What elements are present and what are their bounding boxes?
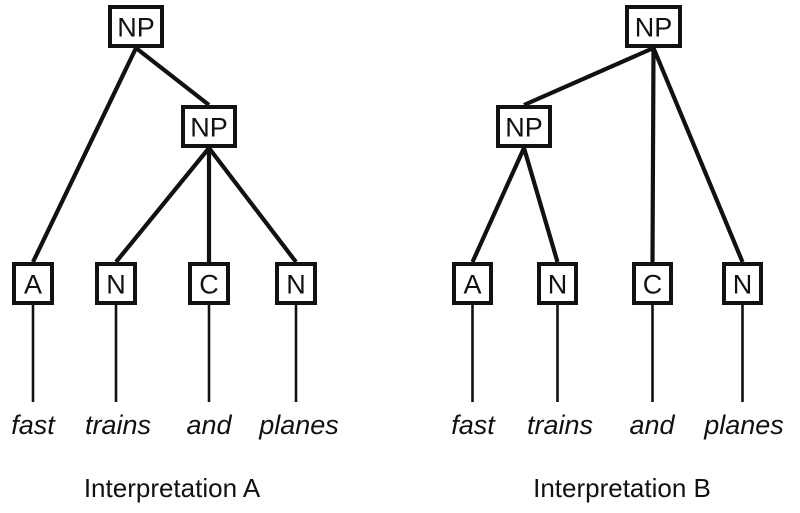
node-box-b-pos-n1 — [537, 262, 578, 305]
node-box-a-pos-n1 — [95, 262, 137, 305]
tree-node-a-np-root[interactable]: NP — [108, 5, 164, 48]
tree-edge-b-np-sub-to-b-pos-a — [470, 147, 526, 263]
tree-node-a-pos-c[interactable]: C — [188, 262, 230, 305]
node-label-a-np-root: NP — [117, 13, 155, 43]
tree-node-b-pos-c[interactable]: C — [632, 262, 673, 305]
terminal-word-a-word-planes: planes — [258, 410, 339, 440]
caption-interpretation-a: Interpretation A — [84, 473, 261, 503]
tree-edge-a-np-sub-to-a-pos-n2 — [207, 146, 298, 264]
node-box-a-np-root — [108, 5, 164, 48]
tree-node-b-pos-a[interactable]: A — [452, 262, 493, 305]
terminal-word-a-word-trains: trains — [85, 410, 151, 440]
terminal-word-b-word-trains: trains — [527, 410, 593, 440]
node-label-b-np-root: NP — [635, 13, 673, 43]
tree-node-a-pos-a[interactable]: A — [12, 262, 54, 305]
node-label-a-pos-n2: N — [286, 270, 306, 300]
node-box-b-pos-n2 — [722, 262, 763, 305]
terminal-word-b-word-planes: planes — [703, 410, 784, 440]
node-label-b-pos-c: C — [643, 270, 663, 300]
terminal-word-b-word-and: and — [629, 410, 675, 440]
tree-node-b-pos-n2[interactable]: N — [722, 262, 763, 305]
terminal-word-a-word-and: and — [186, 410, 232, 440]
node-box-b-np-sub — [496, 105, 552, 148]
tree-edge-a-np-root-to-a-np-sub — [134, 46, 211, 107]
node-box-a-np-sub — [181, 105, 237, 148]
node-label-b-np-sub: NP — [505, 113, 543, 143]
node-label-b-pos-n2: N — [733, 270, 753, 300]
node-box-b-pos-a — [452, 262, 493, 305]
tree-node-a-np-sub[interactable]: NP — [181, 105, 237, 148]
node-box-b-np-root — [625, 5, 682, 48]
tree-edge-b-np-root-to-b-np-sub — [523, 46, 655, 107]
node-label-b-pos-n1: N — [548, 270, 568, 300]
node-label-a-pos-n1: N — [106, 270, 126, 300]
terminal-word-b-word-fast: fast — [451, 410, 496, 440]
node-label-a-pos-a: A — [24, 270, 42, 300]
node-label-a-np-sub: NP — [190, 113, 228, 143]
node-box-a-pos-c — [188, 262, 230, 305]
tree-edge-b-np-root-to-b-pos-n2 — [651, 47, 745, 263]
caption-interpretation-b: Interpretation B — [533, 473, 711, 503]
tree-node-b-np-root[interactable]: NP — [625, 5, 682, 48]
tree-edge-a-np-root-to-a-pos-a — [31, 47, 138, 263]
node-label-a-pos-c: C — [199, 270, 219, 300]
tree-node-a-pos-n1[interactable]: N — [95, 262, 137, 305]
tree-node-a-pos-n2[interactable]: N — [275, 262, 317, 305]
tree-edge-a-np-sub-to-a-pos-n1 — [114, 146, 211, 264]
tree-edge-b-np-root-to-b-pos-c — [650, 47, 656, 263]
tree-node-b-np-sub[interactable]: NP — [496, 105, 552, 148]
node-box-a-pos-n2 — [275, 262, 317, 305]
tree-edge-b-np-sub-to-b-pos-n1 — [521, 147, 560, 263]
node-label-b-pos-a: A — [463, 270, 481, 300]
tree-node-b-pos-n1[interactable]: N — [537, 262, 578, 305]
terminal-word-a-word-fast: fast — [11, 410, 56, 440]
node-box-a-pos-a — [12, 262, 54, 305]
node-box-b-pos-c — [632, 262, 673, 305]
